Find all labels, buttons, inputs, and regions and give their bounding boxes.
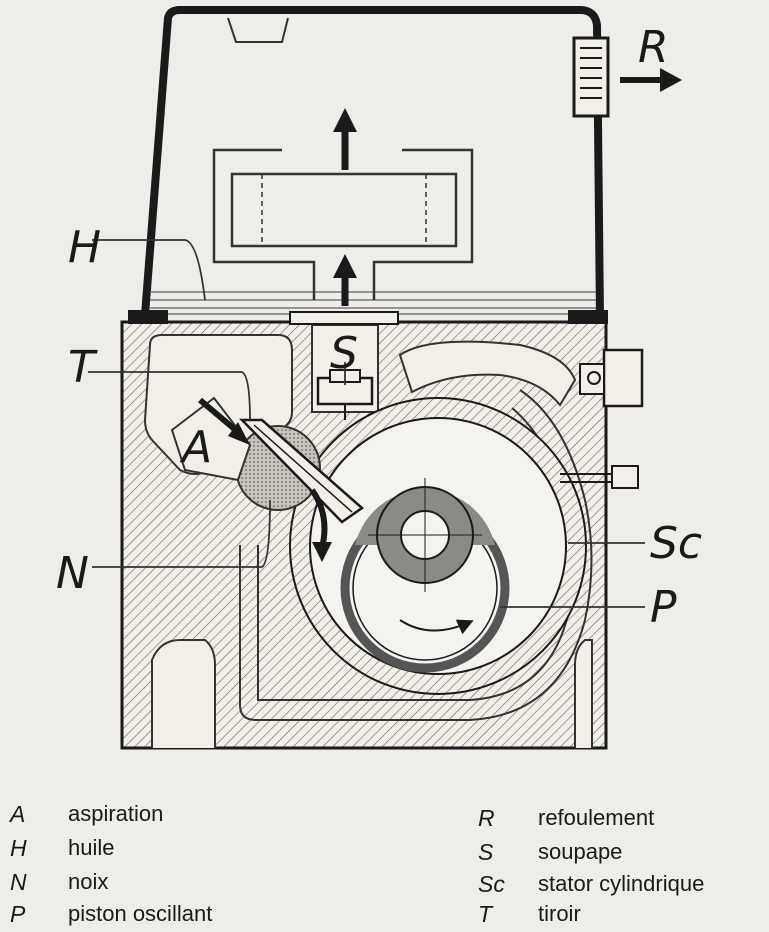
flow-arrow-up-top (333, 108, 357, 170)
flow-arrow-up-lower (333, 254, 357, 306)
legend-key-T: T (478, 901, 493, 927)
leader-N (92, 499, 271, 568)
callout-H: H (68, 222, 101, 273)
baffle-box (212, 148, 474, 300)
callout-N: N (56, 548, 89, 599)
legend-key-R: R (478, 805, 495, 831)
legend-label-tiroir: tiroir (538, 901, 581, 926)
callout-S: S (330, 328, 358, 379)
side-fitting (560, 348, 644, 489)
legend-key-H: H (10, 835, 27, 861)
legend-key-S: S (478, 839, 494, 865)
flow-arrow-down (309, 488, 332, 562)
legend-label-noix: noix (68, 869, 109, 894)
legend: A aspiration H huile N noix P piston osc… (0, 795, 769, 932)
slide-valve-tiroir (239, 418, 365, 524)
discharge-arrow (620, 68, 682, 92)
aspiration-inlet (170, 396, 252, 482)
oscillating-piston (340, 478, 510, 673)
legend-key-P: P (10, 901, 26, 927)
callout-T: T (68, 342, 98, 393)
legend-key-N: N (10, 869, 27, 895)
legend-label-piston-oscillant: piston oscillant (68, 901, 213, 926)
leader-T (88, 371, 251, 421)
oil-reservoir-cover (141, 6, 604, 319)
valve (316, 369, 374, 420)
callout-R: R (638, 22, 669, 73)
legend-label-soupape: soupape (538, 839, 623, 864)
callout-A: A (179, 422, 212, 473)
callout-Sc: Sc (650, 518, 702, 569)
legend-label-refoulement: refoulement (538, 805, 655, 830)
legend-key-Sc: Sc (478, 871, 505, 897)
legend-label-aspiration: aspiration (68, 801, 164, 826)
leader-H (92, 239, 206, 301)
legend-label-stator-cylindrique: stator cylindrique (538, 871, 705, 896)
callout-P: P (650, 582, 677, 633)
pump-cross-section-diagram: R H S T A N Sc P (56, 6, 702, 750)
legend-key-A: A (10, 801, 26, 827)
discharge-connector (572, 36, 610, 118)
leader-lines (88, 239, 645, 608)
legend-label-huile: huile (68, 835, 115, 860)
